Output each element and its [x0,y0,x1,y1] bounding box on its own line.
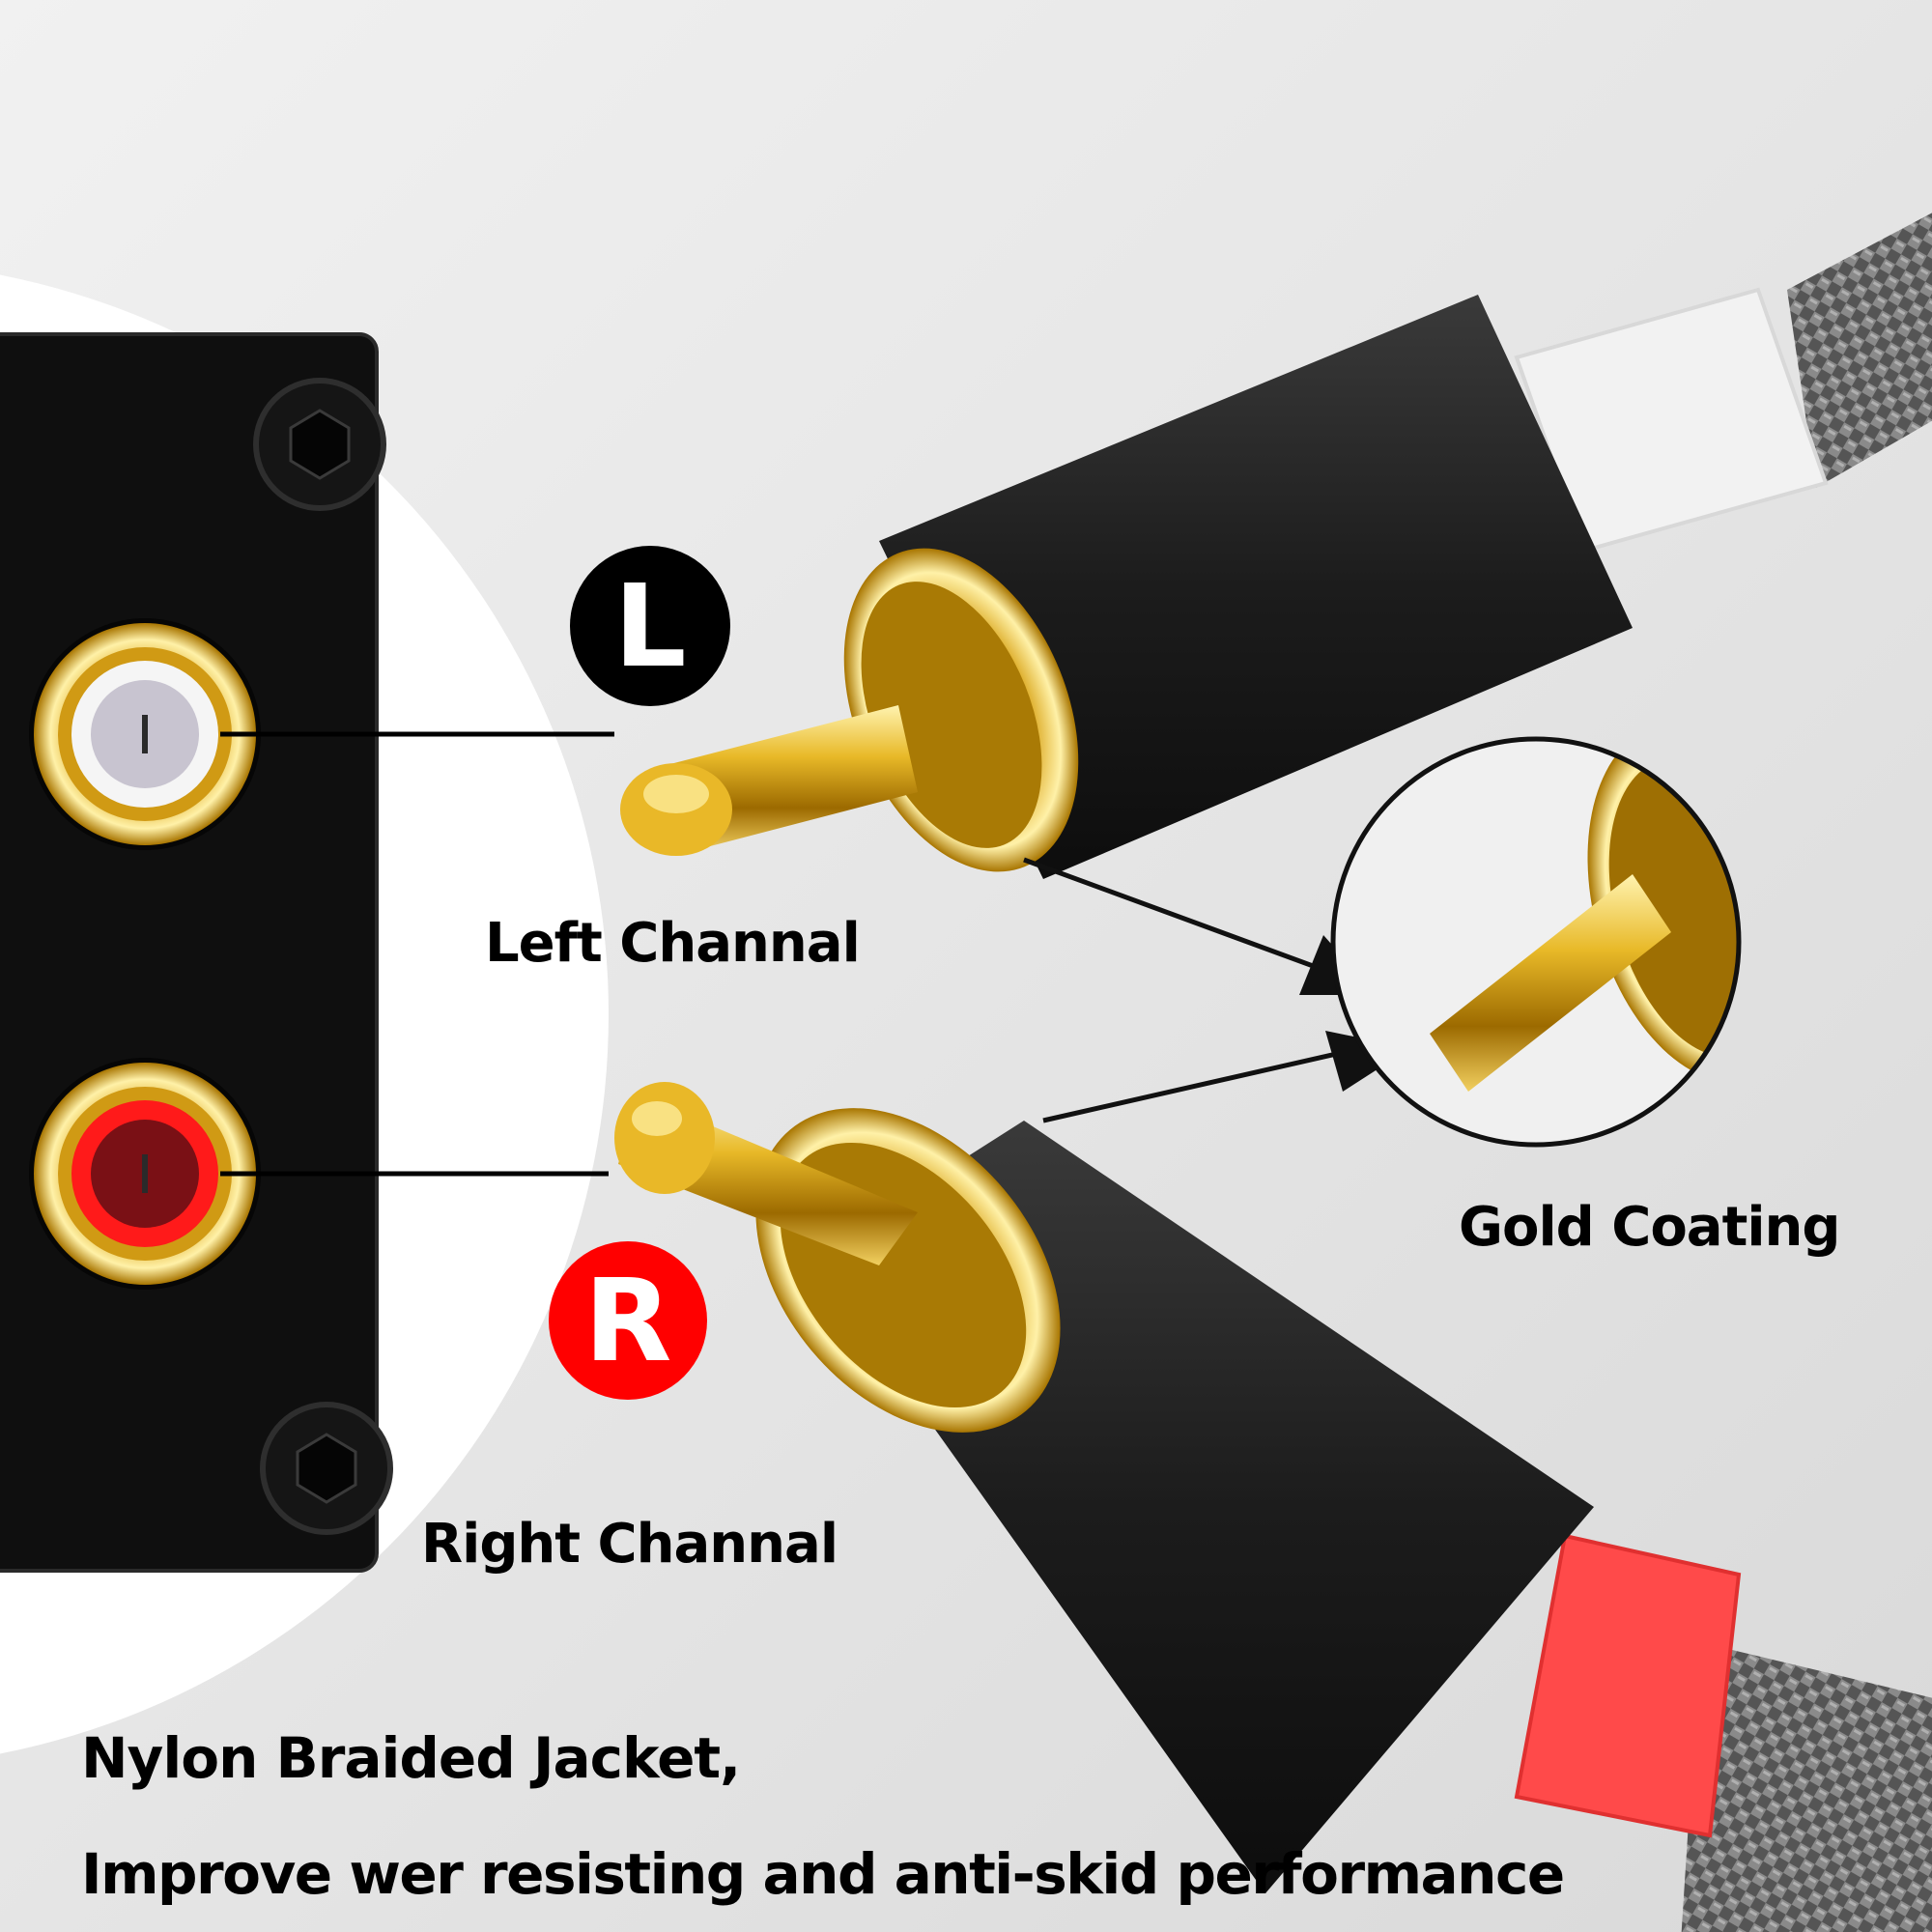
plug-left [620,213,1932,879]
plug-right [614,1082,1932,1932]
zoom-inset [1330,736,1742,1148]
cable-braid-bottom [1681,1642,1932,1932]
pin-left [620,705,918,856]
collar-red [1514,1533,1742,1838]
cable-braid-top [1787,213,1932,488]
right-channel-label: Right Channal [421,1513,838,1576]
jack-left-white [29,618,261,850]
feature-description: Improve wer resisting and anti-skid perf… [81,1841,1565,1907]
jack-right-red [29,1058,261,1290]
screw-top-icon [253,378,386,511]
device-panel [0,332,614,1573]
right-channel-badge: R [549,1241,707,1400]
arrow-lower [1042,1031,1410,1123]
screw-bottom-icon [260,1402,393,1535]
arrow-upper [1023,857,1377,995]
left-channel-badge: L [570,546,730,706]
gold-coating-label: Gold Coating [1459,1196,1840,1259]
left-channel-label: Left Channal [485,912,861,975]
feature-headline: Nylon Braided Jacket, [81,1725,741,1791]
pin-right [614,1082,918,1265]
